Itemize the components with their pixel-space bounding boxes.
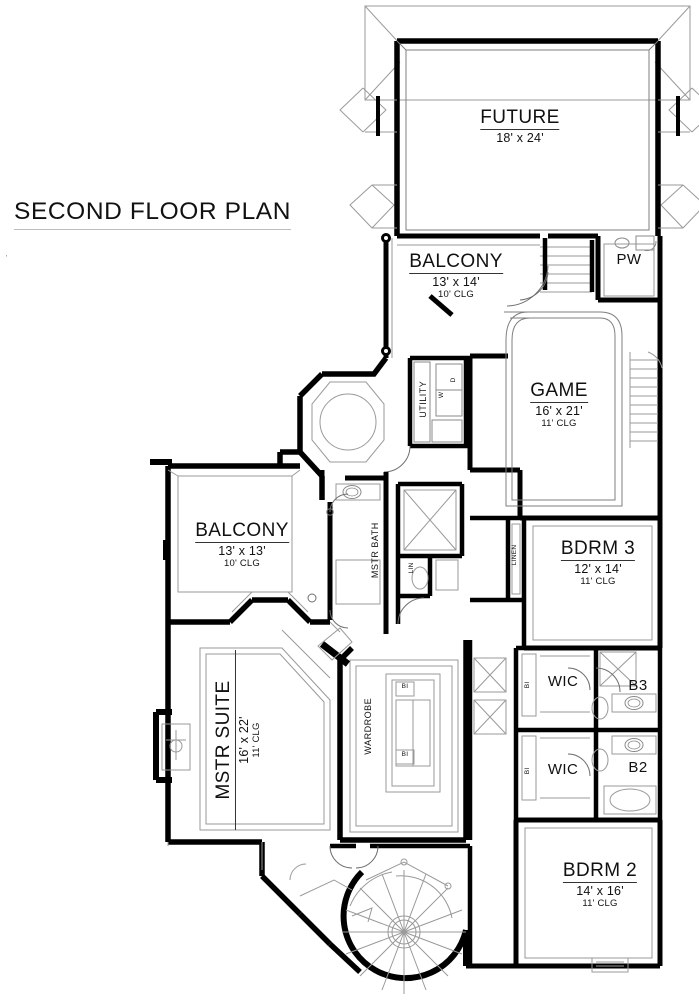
stair-treads [342, 870, 466, 994]
lower-hall-walls [330, 843, 473, 966]
bdrm2-walls [466, 817, 663, 969]
future-walls [394, 38, 661, 236]
wic-shelving [521, 653, 590, 801]
bath3-fixtures [591, 651, 657, 720]
game-room-inner [504, 311, 623, 507]
future-interior-offset [396, 40, 659, 231]
left-balcony-inner [177, 475, 309, 613]
bath2-fixtures [591, 735, 657, 815]
mstr-bath-fixtures [335, 483, 381, 605]
pw-fixtures [614, 235, 657, 251]
octagon-tub [311, 381, 385, 463]
stair-outer-wall [340, 869, 469, 982]
game-right-stairs [629, 351, 663, 448]
registration-mark: ' [6, 255, 8, 262]
page-title: SECOND FLOOR PLAN [14, 198, 292, 230]
game-room-walls [467, 300, 663, 521]
hall-linen-walls [470, 515, 527, 648]
mstr-bath-walls [319, 470, 389, 634]
utility-fixtures [413, 361, 463, 443]
exterior-left-walls [165, 463, 362, 975]
wardrobe-walls [337, 640, 469, 843]
mstr-bath-shower-wc [395, 481, 465, 624]
upper-stair-treads [540, 246, 592, 293]
wardrobe-inner [349, 659, 459, 833]
upper-balcony-walls [383, 233, 663, 358]
utility-walls [407, 355, 470, 449]
closet-boxes [473, 657, 507, 735]
mstr-suite-inner [199, 647, 331, 831]
mstr-suite-bay-window [153, 709, 172, 783]
stair-rail [351, 858, 452, 923]
doors-wic-baths [567, 667, 621, 777]
bdrm3-walls [524, 515, 663, 651]
balcony-posts [381, 233, 391, 356]
wic-bath-block-walls [513, 645, 663, 823]
